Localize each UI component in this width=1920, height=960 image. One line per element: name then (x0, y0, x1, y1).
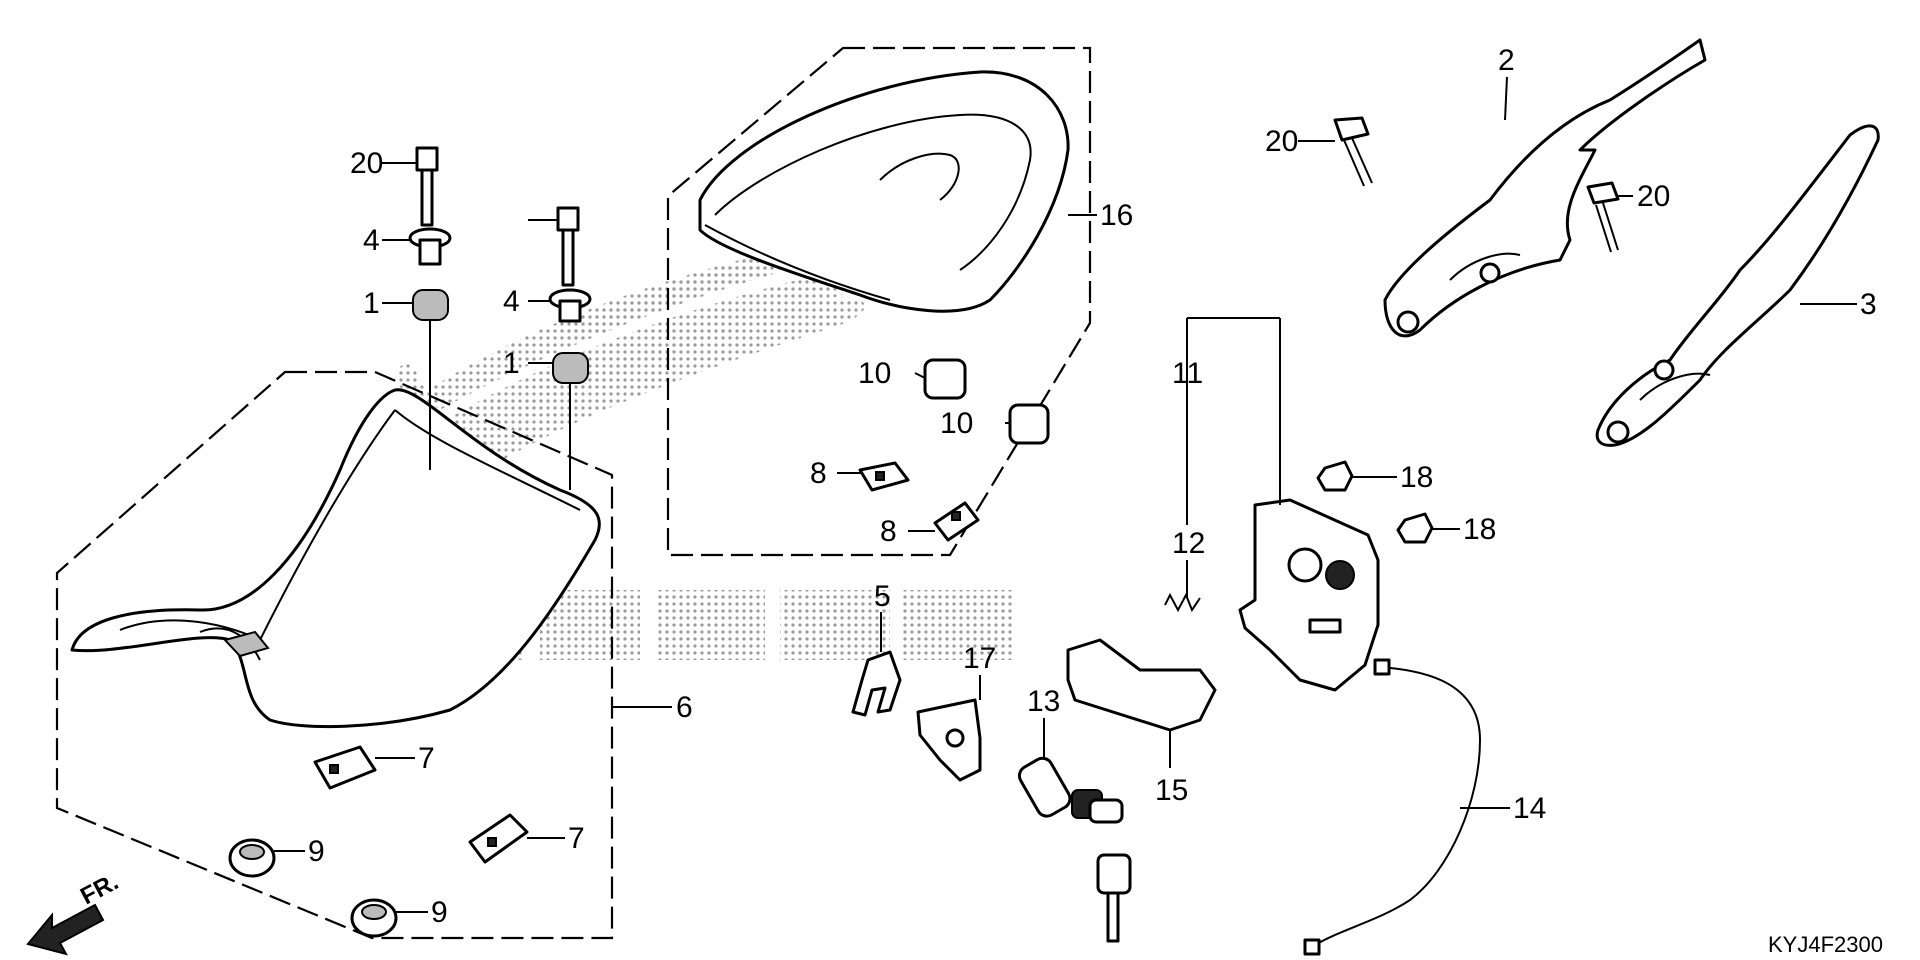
part-label-11: 11 (1172, 357, 1203, 390)
part-label-1: 1 (503, 347, 520, 380)
pillion-cover-assembly-outline (666, 46, 1092, 557)
lock-spring (1164, 592, 1201, 613)
lock-bracket (916, 698, 982, 782)
part-label-9: 9 (308, 835, 325, 868)
part-label-10: 10 (858, 357, 891, 390)
part-label-17: 17 (963, 642, 996, 675)
seat-lock-clip (851, 650, 902, 717)
part-label-12: 12 (1172, 527, 1205, 560)
grommet-1a (412, 289, 449, 470)
bolt-20a (415, 146, 439, 227)
nut-18a (1316, 460, 1354, 492)
rubber-8b (933, 501, 980, 542)
part-label-14: 14 (1513, 792, 1546, 825)
part-label-20: 20 (350, 147, 383, 180)
flange-bolt-19a (1333, 116, 1373, 187)
part-label-5: 5 (874, 580, 891, 613)
part-label-15: 15 (1155, 774, 1188, 807)
part-label-9: 9 (431, 896, 448, 929)
rubber-7a (313, 745, 377, 790)
key (1096, 853, 1132, 943)
part-label-2: 2 (1498, 44, 1515, 77)
cushion-9b (350, 898, 398, 938)
diagram-code: KYJ4F2300 (1768, 932, 1883, 957)
part-label-16: 16 (1100, 199, 1133, 232)
part-label-7: 7 (418, 742, 435, 775)
part-label-8: 8 (810, 457, 827, 490)
cushion-10a (923, 358, 967, 400)
bolt-20b (556, 206, 580, 287)
part-label-10: 10 (940, 407, 973, 440)
front-direction-arrow: FR. (26, 868, 123, 956)
rubber-7b (468, 813, 529, 864)
rider-seat (70, 388, 601, 729)
part-number-labels: 20 4 1 4 1 2 20 20 3 16 10 10 8 8 11 12 … (308, 44, 1877, 929)
seat-lock-cylinder (1017, 756, 1124, 824)
grommet-1b (552, 352, 589, 490)
part-label-8: 8 (880, 515, 897, 548)
part-label-3: 3 (1860, 288, 1877, 321)
cushion-9a (228, 838, 276, 878)
cushion-10b (1008, 403, 1050, 445)
pillion-seat-cowl (698, 70, 1070, 313)
collar-4b (548, 288, 592, 323)
front-label: FR. (76, 868, 123, 910)
part-label-19: 20 (1637, 180, 1670, 213)
part-label-13: 13 (1027, 685, 1060, 718)
flange-bolt-19b (1586, 181, 1620, 253)
seat-lock-assembly (1238, 498, 1380, 692)
rider-seat-assembly-outline (55, 370, 614, 940)
part-label-7: 7 (568, 822, 585, 855)
rubber-8a (858, 461, 910, 492)
part-label-4: 4 (503, 285, 520, 318)
part-label-6: 6 (676, 691, 693, 724)
lock-handle (1066, 638, 1217, 732)
part-label-4: 4 (363, 224, 380, 257)
leader-lines (274, 76, 1857, 913)
grab-rail-right (1595, 124, 1880, 447)
grab-rail-left (1383, 38, 1707, 338)
collar-4a (408, 227, 452, 266)
part-label-19: 20 (1265, 125, 1298, 158)
part-label-1: 1 (363, 287, 380, 320)
part-label-18: 18 (1400, 461, 1433, 494)
nut-18b (1396, 512, 1434, 544)
part-label-18: 18 (1463, 513, 1496, 546)
seat-lock-cable (1303, 658, 1482, 956)
